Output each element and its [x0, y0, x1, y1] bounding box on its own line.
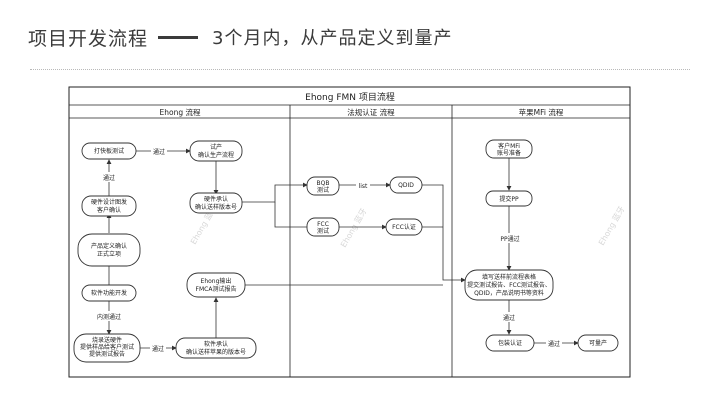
edge-label-pass: 通过 [152, 345, 164, 353]
node-text: Ehong输出 [201, 277, 232, 285]
node-text: 软件承认 [204, 340, 228, 348]
edge-label-pp-pass: PP通过 [500, 235, 519, 243]
node-text: QDID，产品说明书等资料 [474, 289, 544, 297]
node-text: 硬件设计图发 [91, 198, 127, 206]
edge-label-list: list [359, 183, 368, 190]
node-text: 可量产 [589, 339, 607, 347]
node-mass-production [577, 334, 619, 352]
node-text: 填写送样前流程表格 [482, 273, 536, 281]
node-text: 客户MFi [498, 142, 520, 150]
slide-title: 项目开发流程 3个月内，从产品定义到量产 [28, 22, 452, 52]
node-packaging-cert [485, 334, 535, 352]
node-text: 提交PP [499, 195, 519, 203]
edge-label-internal-pass: 内测通过 [97, 313, 121, 321]
node-mfi-account [485, 139, 533, 159]
node-product-definition [77, 233, 141, 267]
node-sample-delivery [73, 333, 141, 363]
diagram-title: Ehong FMN 项目流程 [305, 91, 395, 103]
node-text: FCC认证 [392, 223, 416, 231]
edge-label-pass: 通过 [153, 148, 165, 156]
node-text: 软件功能开发 [91, 289, 127, 297]
node-text: 提供样品给客户测试 [80, 343, 134, 351]
node-text: 试产 [210, 143, 222, 151]
slide-title-main: 项目开发流程 [28, 27, 149, 50]
dotted-divider [30, 69, 690, 70]
node-hw-design-review [81, 195, 137, 217]
node-text: 测试 [317, 186, 329, 194]
edge-label-pass: 通过 [548, 340, 560, 348]
lane-header-mfi: 苹果MFi 流程 [519, 107, 564, 117]
node-text: BQB [317, 180, 330, 187]
node-text: 确认送样版本号 [195, 203, 237, 211]
node-text: 账号准备 [497, 149, 521, 157]
node-text: FMCA测试报告 [196, 285, 237, 293]
node-ehong-fmca-report [186, 272, 246, 298]
node-text: 提供测试报告 [89, 350, 125, 358]
node-hw-approval [189, 192, 243, 214]
node-trial-production [189, 140, 243, 162]
title-dash-divider [158, 35, 199, 39]
node-text: 客户确认 [97, 206, 121, 214]
edge-label-pass: 通过 [503, 314, 515, 322]
lane-header-regulatory: 法规认证 流程 [347, 107, 395, 117]
node-text: 确认送样苹果的版本号 [186, 348, 246, 356]
node-sw-approval [175, 337, 257, 359]
node-text: QDID [398, 182, 414, 189]
node-text: 确认生产流程 [198, 151, 234, 159]
node-text: 烧录送硬件 [92, 336, 122, 344]
node-text: 打快板测试 [94, 147, 124, 155]
node-fcc-cert [385, 218, 423, 236]
diagram-frame [68, 86, 631, 378]
node-submit-pp [485, 190, 533, 207]
node-fill-forms [464, 269, 554, 301]
node-fcc-test [306, 217, 340, 237]
node-text: 硬件承认 [204, 195, 228, 203]
node-text: 产品定义确认 [91, 242, 127, 250]
slide-subtitle: 3个月内，从产品定义到量产 [212, 28, 453, 49]
node-text: 正式立项 [97, 250, 121, 258]
node-text: FCC [317, 221, 329, 228]
node-bqb-test [306, 176, 340, 196]
node-text: 提交测试报告、FCC测试报告、 [467, 281, 551, 289]
node-text: 包装认证 [498, 339, 522, 347]
node-text: 测试 [317, 227, 329, 235]
node-qdid [389, 176, 423, 194]
edge-label-pass: 通过 [103, 174, 115, 182]
node-sw-dev [81, 284, 137, 302]
node-fast-test [81, 142, 137, 160]
lane-header-ehong: Ehong 流程 [160, 107, 201, 117]
